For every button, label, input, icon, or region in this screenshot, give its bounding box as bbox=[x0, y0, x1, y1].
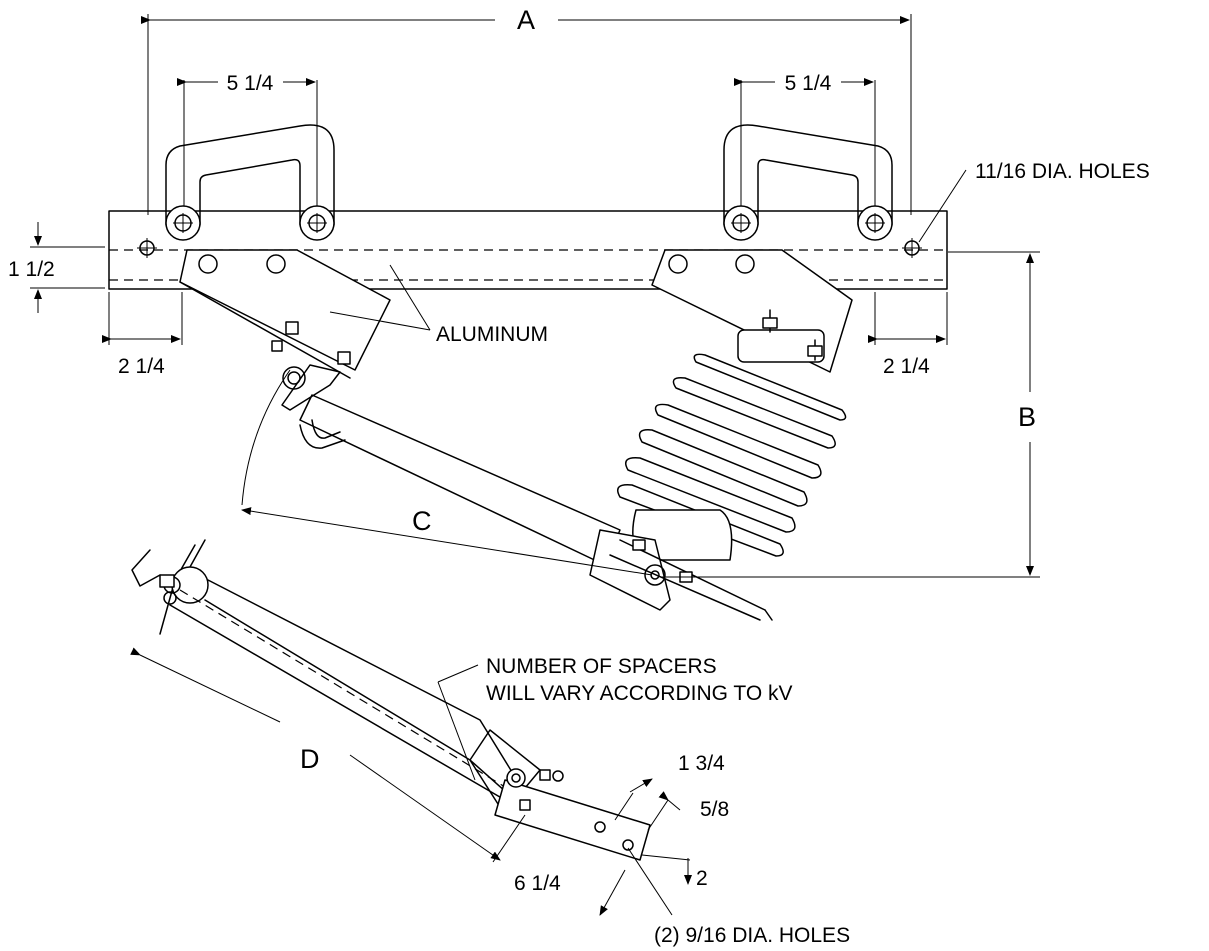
tab-width-label: 1 3/4 bbox=[678, 752, 725, 775]
spacers-note-line2: WILL VARY ACCORDING TO kV bbox=[486, 682, 793, 705]
fuse-holder-assembly bbox=[131, 539, 651, 861]
aluminum-callout: ALUMINUM bbox=[329, 264, 548, 346]
porcelain-insulator bbox=[617, 309, 847, 561]
dimension-a: A bbox=[141, 5, 912, 215]
right-end-offset-label: 2 1/4 bbox=[883, 355, 930, 378]
right-lifting-handle: 5 1/4 bbox=[723, 72, 893, 241]
tab-holes-label: (2) 9/16 DIA. HOLES bbox=[654, 924, 850, 947]
bar-height-label: 1 1/2 bbox=[8, 258, 55, 281]
bar-holes-callout: 11/16 DIA. HOLES bbox=[918, 160, 1150, 243]
dimension-b-label: B bbox=[1018, 402, 1036, 432]
dimension-d-label: D bbox=[300, 744, 320, 774]
left-lifting-handle: 5 1/4 bbox=[165, 72, 335, 241]
left-end-offset-label: 2 1/4 bbox=[118, 355, 165, 378]
right-handle-spacing-label: 5 1/4 bbox=[785, 72, 832, 95]
spacers-note-line1: NUMBER OF SPACERS bbox=[486, 655, 717, 678]
tab-dimensions: 1 3/4 5/8 2 6 1/4 (2) 9/16 DIA. HOLES bbox=[514, 752, 850, 947]
dimension-a-label: A bbox=[517, 5, 535, 35]
spacers-callout: NUMBER OF SPACERS WILL VARY ACCORDING TO… bbox=[437, 655, 793, 781]
tab-edge-label: 5/8 bbox=[700, 798, 729, 821]
fuse-cutout-arm bbox=[281, 364, 773, 621]
left-handle-spacing-label: 5 1/4 bbox=[227, 72, 274, 95]
dimension-c: C bbox=[241, 369, 653, 576]
left-aluminum-bracket bbox=[179, 249, 391, 379]
dimension-c-label: C bbox=[412, 506, 432, 536]
dimension-b: B bbox=[660, 251, 1040, 578]
aluminum-label: ALUMINUM bbox=[436, 323, 548, 346]
end-offset-dimensions: 2 1/4 2 1/4 bbox=[102, 292, 948, 378]
bar-holes-label: 11/16 DIA. HOLES bbox=[975, 160, 1150, 183]
bar-height-dimension: 1 1/2 bbox=[8, 222, 105, 313]
dimension-d: D bbox=[130, 647, 526, 863]
tab-length-label: 6 1/4 bbox=[514, 872, 561, 895]
tab-height-label: 2 bbox=[696, 867, 708, 890]
